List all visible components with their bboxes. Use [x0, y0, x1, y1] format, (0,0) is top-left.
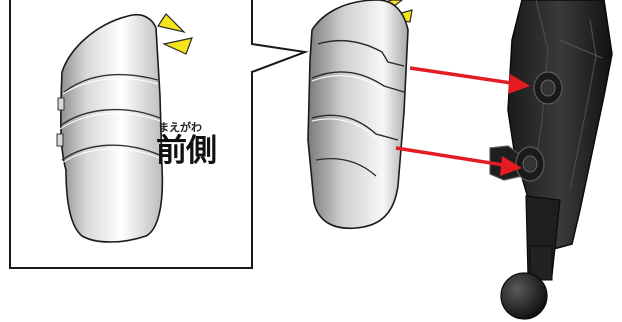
front-side-reading: まえがわ	[158, 121, 202, 134]
front-side-label: 前側	[156, 133, 217, 169]
connection-peg	[533, 71, 563, 105]
armor-part-zoomed	[56, 13, 164, 243]
armor-part	[307, 0, 409, 230]
arrow-right-icon	[409, 66, 530, 94]
attention-spark-icon	[157, 13, 193, 55]
leg-frame	[507, 0, 613, 281]
arrow-right-icon	[395, 146, 522, 176]
ball-joint	[500, 272, 548, 320]
